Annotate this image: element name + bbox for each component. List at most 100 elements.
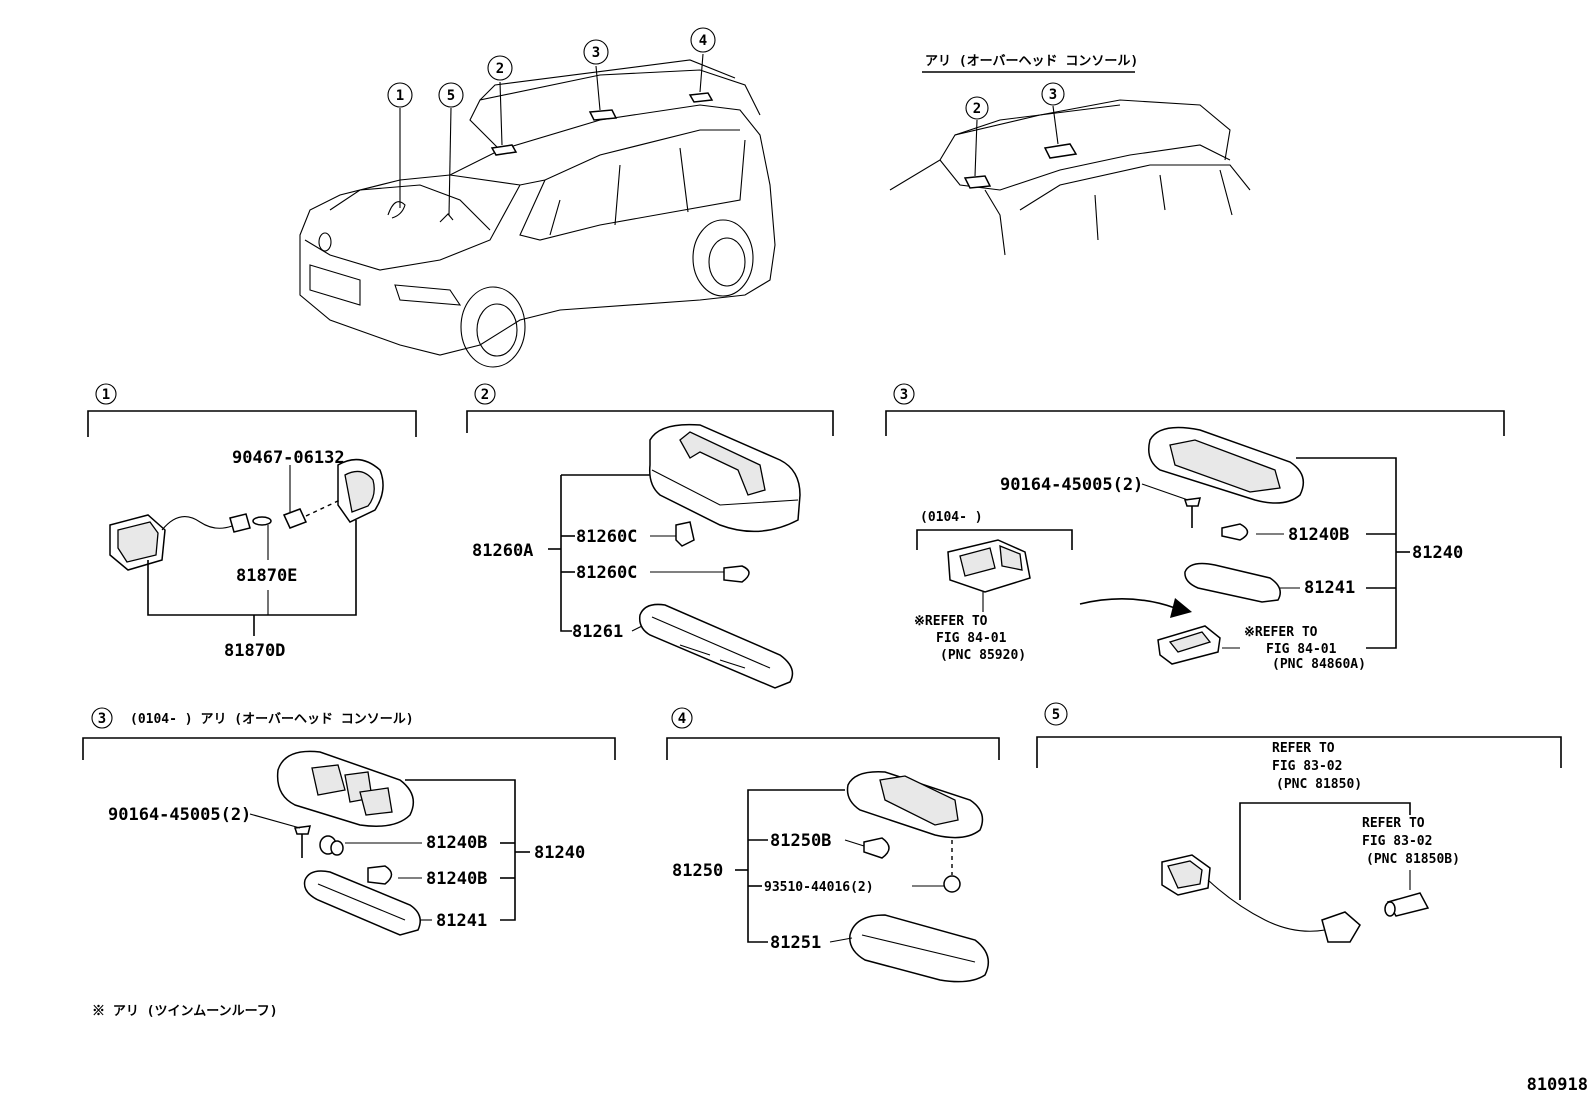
section-2-marker: 2 bbox=[474, 383, 496, 405]
svg-text:1: 1 bbox=[102, 387, 110, 403]
refer-a-line1: REFER TO bbox=[1272, 741, 1335, 756]
callout-2: 2 bbox=[487, 55, 513, 81]
lens-81251 bbox=[849, 914, 990, 983]
section-3-bracket bbox=[885, 410, 1505, 436]
svg-text:2: 2 bbox=[496, 61, 504, 77]
section-2-bracket bbox=[466, 410, 834, 436]
part-no-81240B-s3b-b: 81240B bbox=[426, 869, 487, 889]
section-1: 1 90467-06132 81870E 81870D bbox=[87, 383, 417, 661]
bulb-81240B-s3b-b bbox=[367, 865, 393, 885]
section-4: 4 81250 81250B 93510-44016(2) 81251 bbox=[666, 707, 1000, 983]
svg-text:5: 5 bbox=[1052, 707, 1060, 723]
part-no-81260A: 81260A bbox=[472, 541, 533, 561]
refer-left-mark: ※REFER TO bbox=[914, 614, 988, 629]
bulb-81260C-b bbox=[723, 565, 750, 583]
section-1-bracket bbox=[87, 410, 417, 437]
callout-2-console: 2 bbox=[965, 96, 989, 120]
part-no-81260C-a: 81260C bbox=[576, 527, 637, 547]
part-no-90467-06132: 90467-06132 bbox=[232, 448, 345, 468]
bulb-81240B bbox=[1221, 523, 1249, 541]
callout-5: 5 bbox=[438, 82, 464, 108]
wire-harness bbox=[1161, 854, 1361, 943]
overhead-console-heading: アリ (オーバーヘッド コンソール) bbox=[925, 54, 1138, 69]
part-no-90164-45005-s3: 90164-45005(2) bbox=[1000, 475, 1143, 495]
refer-left-pnc: (PNC 85920) bbox=[940, 648, 1026, 663]
section-3b-heading: (0104- ) アリ (オーバーヘッド コンソール) bbox=[130, 712, 414, 727]
refer-right-pnc: (PNC 84860A) bbox=[1272, 657, 1366, 672]
part-no-81870D: 81870D bbox=[224, 641, 285, 661]
svg-text:3: 3 bbox=[900, 387, 908, 403]
part-no-81261: 81261 bbox=[572, 622, 623, 642]
part-no-93510-44016: 93510-44016(2) bbox=[764, 880, 874, 895]
callout-4: 4 bbox=[690, 27, 716, 53]
section-3: 3 (0104- ) ※REFER TO FIG 84-01 (PNC 8592… bbox=[885, 383, 1505, 672]
section-3b-marker: 3 bbox=[91, 707, 113, 729]
refer-b-line3: (PNC 81850B) bbox=[1366, 852, 1460, 867]
section-5-bracket bbox=[1036, 736, 1562, 768]
svg-text:4: 4 bbox=[699, 33, 707, 49]
bulb-90467-06132 bbox=[282, 465, 308, 529]
bulb-81850B bbox=[1384, 892, 1430, 917]
bulb-81240B-s3b-a bbox=[319, 835, 344, 856]
map-lamp-module bbox=[1157, 625, 1221, 665]
lamp-81870E bbox=[305, 458, 384, 523]
part-no-81240-s3: 81240 bbox=[1412, 543, 1463, 563]
part-no-81260C-b: 81260C bbox=[576, 563, 637, 583]
bulb-81260C-a bbox=[675, 521, 695, 547]
part-no-81250B: 81250B bbox=[770, 831, 831, 851]
screw-93510-44016 bbox=[943, 875, 961, 893]
part-no-90164-45005-s3b: 90164-45005(2) bbox=[108, 805, 251, 825]
part-no-81250: 81250 bbox=[672, 861, 723, 881]
lamp-assy-81250 bbox=[846, 771, 984, 839]
refer-right-mark: ※REFER TO bbox=[1244, 625, 1318, 640]
lamp-assy-81260A bbox=[648, 423, 801, 533]
part-no-81240-s3b: 81240 bbox=[534, 843, 585, 863]
svg-text:3: 3 bbox=[98, 711, 106, 727]
svg-text:2: 2 bbox=[481, 387, 489, 403]
part-no-81870E: 81870E bbox=[236, 566, 297, 586]
lamp-assy-81240 bbox=[1148, 426, 1305, 504]
console-assy-81240 bbox=[276, 750, 415, 827]
footnote: ※ アリ (ツインムーンルーフ) bbox=[92, 1004, 278, 1019]
part-no-81240B-s3: 81240B bbox=[1288, 525, 1349, 545]
section-3b: 3 (0104- ) アリ (オーバーヘッド コンソール) 90164-4500… bbox=[82, 707, 616, 936]
bulb-81250B bbox=[863, 837, 890, 859]
connector-81870D bbox=[109, 513, 272, 571]
section-2: 2 81260A 81260C 81260C 81261 bbox=[466, 383, 834, 689]
switch-module bbox=[947, 539, 1031, 612]
callout-3-console: 3 bbox=[1041, 82, 1065, 106]
section-3-marker: 3 bbox=[893, 383, 915, 405]
section-3-date-range: (0104- ) bbox=[920, 510, 983, 525]
figure-id: 810918 bbox=[1527, 1075, 1588, 1095]
refer-a-line3: (PNC 81850) bbox=[1276, 777, 1362, 792]
section-4-marker: 4 bbox=[671, 707, 693, 729]
vehicle-illustration bbox=[299, 53, 776, 368]
screw-90164-45005-s3b bbox=[294, 825, 311, 858]
svg-text:4: 4 bbox=[678, 711, 686, 727]
part-no-81241-s3: 81241 bbox=[1304, 578, 1355, 598]
section-3b-bracket bbox=[82, 737, 616, 760]
part-no-81240B-s3b-a: 81240B bbox=[426, 833, 487, 853]
lens-81241 bbox=[1184, 562, 1281, 603]
svg-text:2: 2 bbox=[973, 101, 981, 117]
svg-text:3: 3 bbox=[1049, 87, 1057, 103]
lens-81261 bbox=[638, 603, 794, 689]
refer-b-line1: REFER TO bbox=[1362, 816, 1425, 831]
section-5: 5 REFER TO FIG 83-02 (PNC 81850) REFER T… bbox=[1036, 702, 1562, 943]
callout-1: 1 bbox=[387, 82, 413, 108]
refer-b-line2: FIG 83-02 bbox=[1362, 834, 1432, 849]
refer-right-fig: FIG 84-01 bbox=[1266, 642, 1337, 657]
part-no-81251: 81251 bbox=[770, 933, 821, 953]
svg-text:5: 5 bbox=[447, 88, 455, 104]
roof-illustration bbox=[889, 99, 1251, 256]
svg-text:3: 3 bbox=[592, 45, 600, 61]
part-no-81241-s3b: 81241 bbox=[436, 911, 487, 931]
section-4-bracket bbox=[666, 737, 1000, 760]
callout-3: 3 bbox=[583, 39, 609, 65]
svg-text:1: 1 bbox=[396, 88, 404, 104]
refer-left-fig: FIG 84-01 bbox=[936, 631, 1007, 646]
refer-a-line2: FIG 83-02 bbox=[1272, 759, 1342, 774]
section-1-marker: 1 bbox=[95, 383, 117, 405]
screw-90164-45005 bbox=[1184, 497, 1201, 528]
